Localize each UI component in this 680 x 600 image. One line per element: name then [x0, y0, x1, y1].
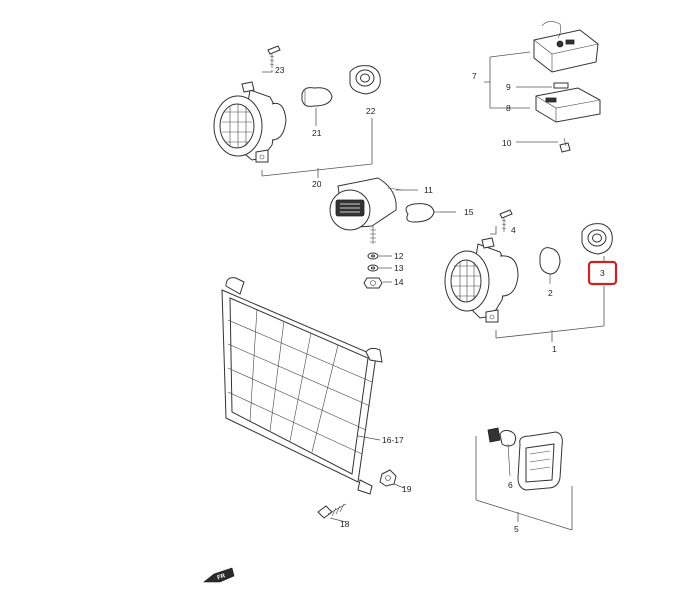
- module-8[interactable]: [535, 87, 601, 123]
- callout-12: 12: [394, 251, 404, 261]
- rear-lamp-11[interactable]: [329, 177, 403, 244]
- callout-7: 7: [472, 71, 477, 81]
- callout-11: 11: [424, 185, 433, 195]
- grille-guard-16-17[interactable]: [221, 277, 383, 495]
- socket-3[interactable]: [581, 223, 613, 255]
- bulb-15[interactable]: [405, 203, 440, 223]
- socket-22[interactable]: [349, 65, 381, 95]
- callout-6: 6: [508, 480, 513, 490]
- callout-9: 9: [506, 82, 511, 92]
- callout-2: 2: [548, 288, 553, 298]
- callout-15: 15: [464, 207, 474, 217]
- callout-20: 20: [312, 179, 322, 189]
- bulb-2[interactable]: [539, 247, 561, 284]
- callout-14: 14: [394, 277, 404, 287]
- callout-3[interactable]: 3: [600, 268, 605, 278]
- bulb-21[interactable]: [301, 87, 333, 107]
- front-arrow-icon: [203, 567, 235, 583]
- callout-13: 13: [394, 263, 404, 273]
- callout-21: 21: [312, 128, 322, 138]
- callout-8: 8: [506, 103, 511, 113]
- bulb-socket-6[interactable]: [487, 427, 517, 477]
- callout-19: 19: [402, 484, 412, 494]
- screw-4[interactable]: [499, 209, 513, 232]
- callout-23: 23: [275, 65, 285, 75]
- washer-12[interactable]: [367, 252, 379, 260]
- highlight-box: [587, 260, 618, 286]
- marker-lamp-5[interactable]: [517, 431, 563, 491]
- callout-5: 5: [514, 524, 519, 534]
- callout-16-17: 16-17: [382, 435, 404, 445]
- front-label: FR: [217, 573, 227, 581]
- control-box-7[interactable]: [533, 21, 599, 73]
- screw-23[interactable]: [267, 45, 281, 68]
- washer-13[interactable]: [367, 264, 379, 272]
- callout-18: 18: [340, 519, 350, 529]
- callout-1: 1: [552, 344, 557, 354]
- nut-19[interactable]: [379, 469, 397, 487]
- bolt-18[interactable]: [317, 503, 347, 519]
- screw-10[interactable]: [559, 137, 571, 153]
- callout-10: 10: [502, 138, 512, 148]
- work-lamp-assembly-1[interactable]: [444, 237, 519, 323]
- callout-4: 4: [511, 225, 516, 235]
- fuse-9[interactable]: [553, 82, 569, 89]
- work-lamp-assembly-20[interactable]: [213, 81, 287, 163]
- nut-14[interactable]: [363, 277, 383, 289]
- callout-22: 22: [366, 106, 376, 116]
- front-indicator: FR: [203, 567, 235, 583]
